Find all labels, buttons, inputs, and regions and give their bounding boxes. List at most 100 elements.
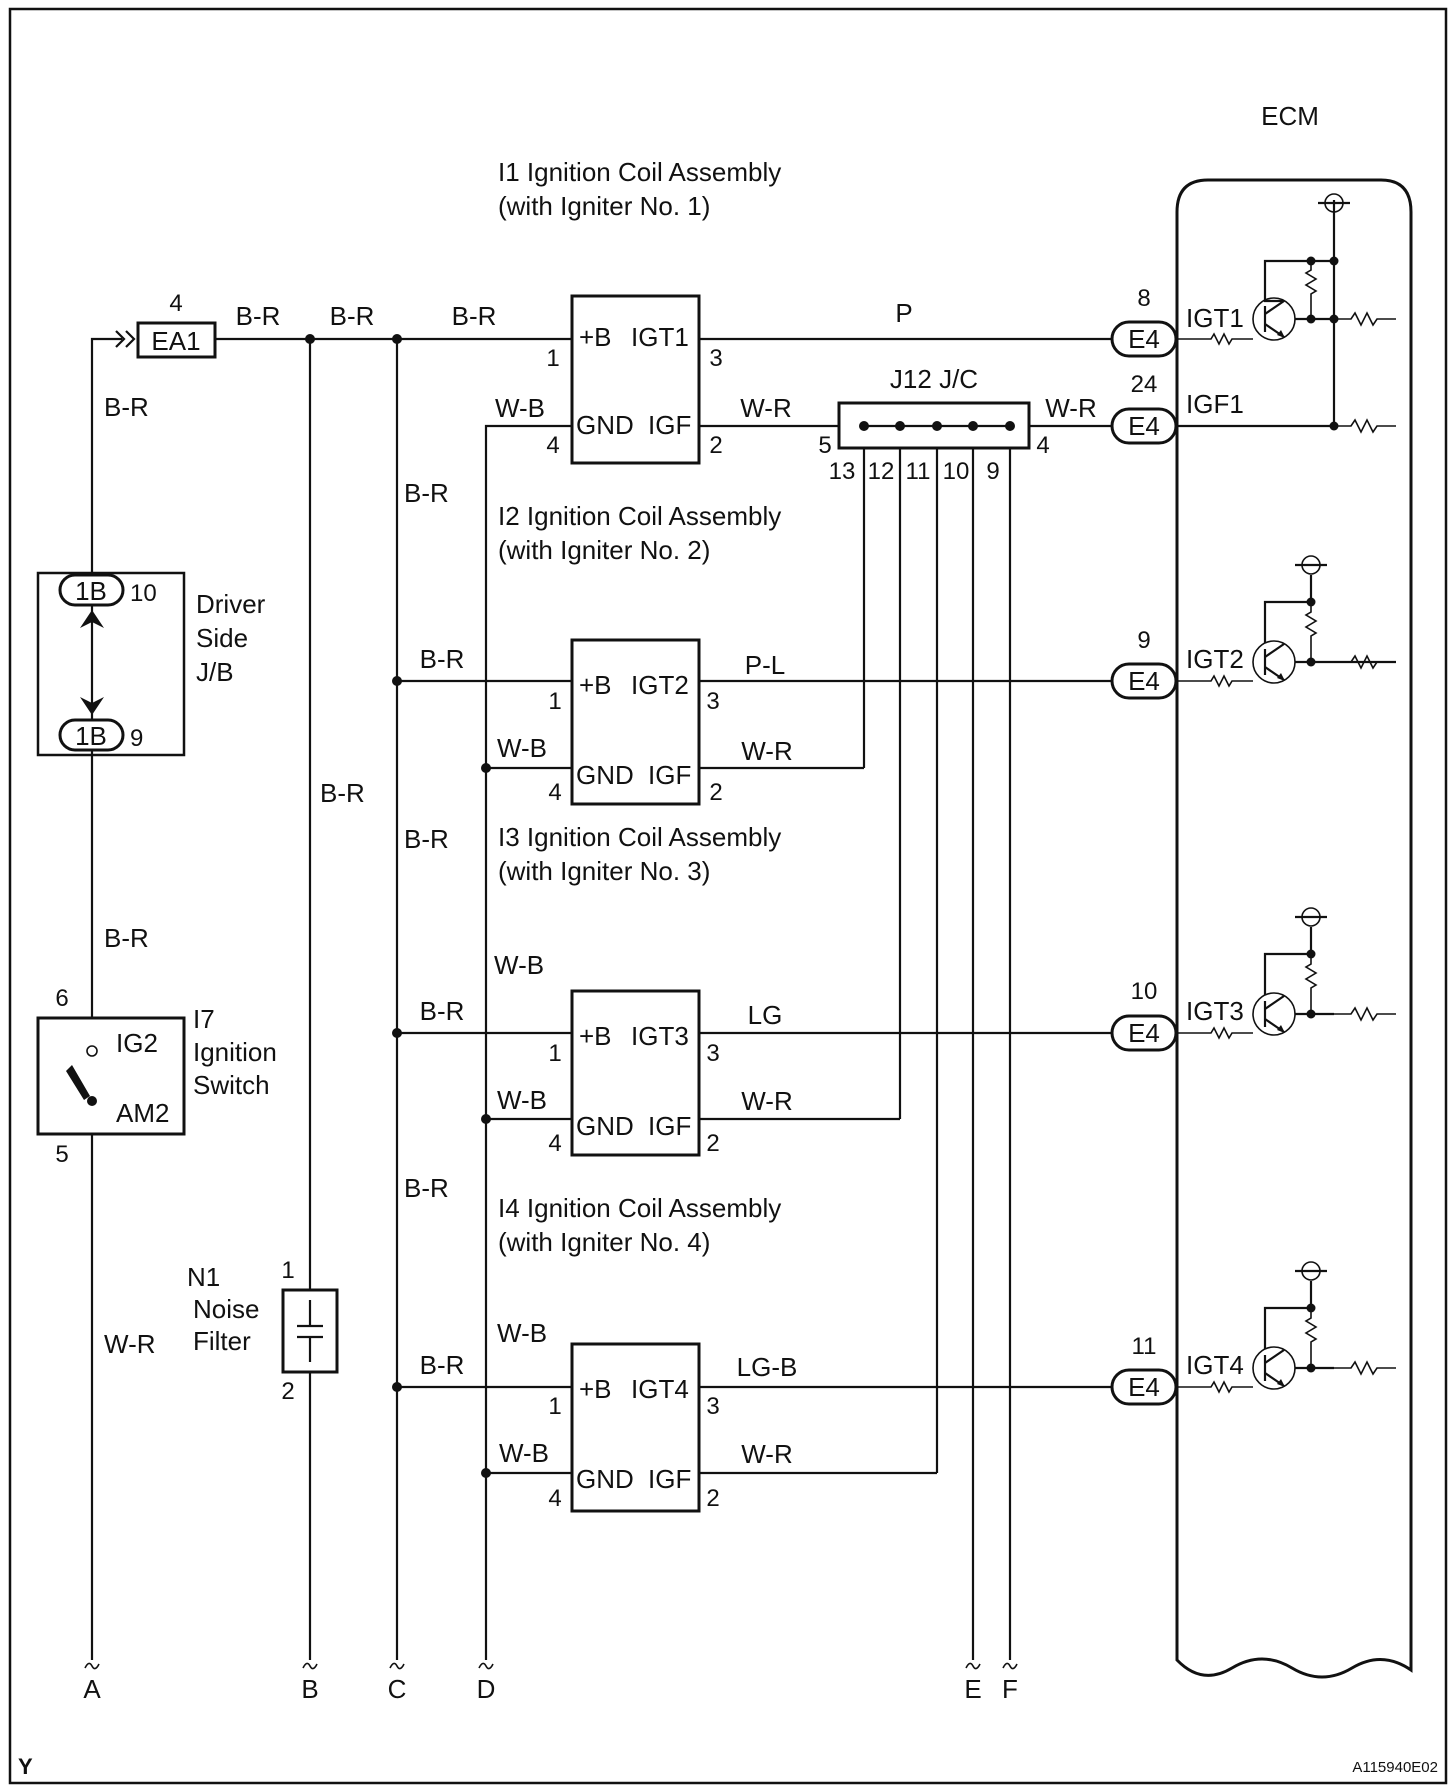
coil-title: I1 Ignition Coil Assembly: [498, 157, 781, 187]
wire-color-br: B-R: [452, 301, 497, 331]
coil-pin: 3: [709, 345, 722, 372]
coil-subtitle: (with Igniter No. 3): [498, 856, 710, 886]
filter-label: Filter: [193, 1326, 251, 1356]
coil-terminal: GND: [576, 410, 634, 440]
connector-label: E4: [1128, 1372, 1160, 1402]
connector-label: E4: [1128, 666, 1160, 696]
wire-color-br: B-R: [104, 923, 149, 953]
jb-pin: 9: [130, 725, 143, 752]
ea1-label: EA1: [151, 326, 200, 356]
jb-pin: 10: [130, 580, 157, 607]
diagram-frame: [8, 7, 1448, 1785]
wire-color-p: P: [895, 298, 912, 328]
coil-pin: 4: [548, 1130, 561, 1157]
ecm-igt2-stage: [1176, 555, 1396, 688]
coil-terminal: +B: [579, 1021, 612, 1051]
ignition-coil-3: I3 Ignition Coil Assembly (with Igniter …: [420, 822, 1112, 1157]
ignition-coil-4: I4 Ignition Coil Assembly (with Igniter …: [420, 1193, 1112, 1513]
coil-terminal: IGT2: [631, 670, 689, 700]
bus-b: B-R: [308, 339, 365, 1660]
switch-ref: I7: [193, 1004, 215, 1034]
coil-pin: 1: [548, 1040, 561, 1067]
ecm-block: ECM: [1175, 101, 1413, 1679]
coil-terminal: IGT1: [631, 322, 689, 352]
wire-color-wr: W-R: [741, 1439, 793, 1469]
jc-pin: 4: [1036, 432, 1049, 459]
wire-color-wr: W-R: [740, 393, 792, 423]
figure-code: A115940E02: [1352, 1759, 1438, 1776]
ecm-signal: IGT4: [1186, 1350, 1244, 1380]
connector-pin: 9: [1137, 627, 1150, 654]
connector-pin: 10: [1131, 978, 1158, 1005]
ecm-title: ECM: [1261, 101, 1319, 131]
ecm-connector-e4-igt1: E4 8 IGT1: [1110, 285, 1244, 358]
continuation-label: D: [477, 1674, 496, 1704]
ecm-signal: IGT1: [1186, 303, 1244, 333]
coil-terminal: GND: [576, 1464, 634, 1494]
continuation-markers: A B C D E F: [83, 1662, 1018, 1704]
coil-subtitle: (with Igniter No. 4): [498, 1227, 710, 1257]
wire-color-wr: W-R: [104, 1329, 156, 1359]
coil-pin: 3: [706, 1393, 719, 1420]
wire-color-wr: W-R: [1045, 393, 1097, 423]
connector-label: E4: [1128, 324, 1160, 354]
figure-tag: Y: [18, 1754, 33, 1779]
bus-c: B-R B-R B-R: [392, 339, 572, 1660]
ea1-connector: EA1 4: [136, 290, 217, 359]
wire-color-br: B-R: [404, 478, 449, 508]
filter-pin: 1: [281, 1257, 294, 1284]
ignition-switch: IG2 AM2 6 5 I7 Ignition Switch: [36, 985, 277, 1168]
switch-pin: 6: [55, 985, 68, 1012]
wire-color-wb: W-B: [494, 950, 544, 980]
ecm-signal: IGT2: [1186, 644, 1244, 674]
coil-pin: 2: [706, 1485, 719, 1512]
ecm-signal: IGT3: [1186, 996, 1244, 1026]
coil-terminal: IGF: [648, 410, 691, 440]
wire-color-br: B-R: [330, 301, 375, 331]
coil-subtitle: (with Igniter No. 2): [498, 535, 710, 565]
coil-pin: 3: [706, 1040, 719, 1067]
filter-ref: N1: [187, 1262, 220, 1292]
ignition-coil-1: I1 Ignition Coil Assembly (with Igniter …: [495, 157, 1112, 465]
jb-connector: 1B: [75, 721, 107, 751]
wire-color-br: B-R: [404, 824, 449, 854]
wire-color-wr: W-R: [741, 1086, 793, 1116]
coil-terminal: +B: [579, 670, 612, 700]
continuation-label: C: [388, 1674, 407, 1704]
continuation-label: B: [301, 1674, 318, 1704]
wire-color-br: B-R: [420, 1350, 465, 1380]
continuation-label: F: [1002, 1674, 1018, 1704]
ecm-igt4-stage: [1176, 1261, 1396, 1394]
coil-terminal: IGT3: [631, 1021, 689, 1051]
wire-color-pl: P-L: [745, 650, 785, 680]
coil-title: I2 Ignition Coil Assembly: [498, 501, 781, 531]
wire-color-br: B-R: [320, 778, 365, 808]
connector-label: E4: [1128, 1018, 1160, 1048]
wire-color-lgb: LG-B: [737, 1352, 798, 1382]
coil-pin: 4: [546, 432, 559, 459]
driver-side-junction-block: 1B 10 1B 9 Driver Side J/B: [36, 571, 266, 757]
coil-terminal: GND: [576, 760, 634, 790]
jc-label: J12 J/C: [890, 364, 978, 394]
coil-terminal: IGF: [648, 1464, 691, 1494]
wire-color-wb: W-B: [499, 1438, 549, 1468]
wire-color-br: B-R: [236, 301, 281, 331]
coil-terminal: IGF: [648, 760, 691, 790]
coil-pin: 1: [546, 345, 559, 372]
ecm-signal: IGF1: [1186, 389, 1244, 419]
ecm-igt3-stage: [1176, 907, 1396, 1040]
ecm-connector-e4-igt3: E4 10 IGT3: [1110, 978, 1244, 1052]
coil-terminal: GND: [576, 1111, 634, 1141]
jb-label: Side: [196, 623, 248, 653]
ecm-connector-e4-igt2: E4 9 IGT2: [1110, 627, 1244, 700]
connector-pin: 8: [1137, 285, 1150, 312]
coil-subtitle: (with Igniter No. 1): [498, 191, 710, 221]
coil-pin: 1: [548, 688, 561, 715]
connector-pin: 24: [1131, 371, 1158, 398]
coil-title: I3 Ignition Coil Assembly: [498, 822, 781, 852]
coil-terminal: +B: [579, 1374, 612, 1404]
wire-color-br: B-R: [420, 644, 465, 674]
filter-label: Noise: [193, 1294, 259, 1324]
wire-color-lg: LG: [748, 1000, 783, 1030]
